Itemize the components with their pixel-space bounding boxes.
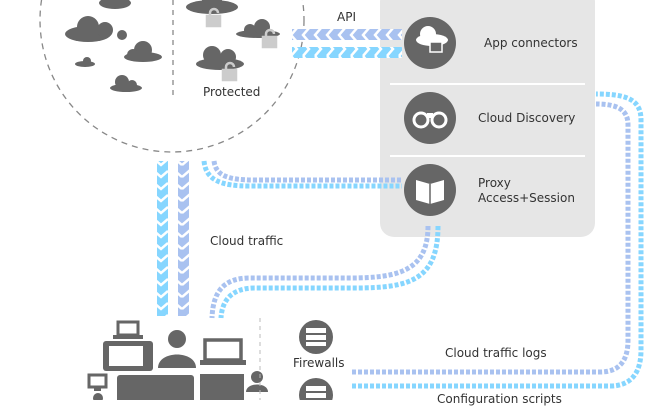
api-arrow-outbound: [292, 47, 402, 58]
cloud-icon: [124, 41, 162, 62]
api-arrow-inbound: [292, 29, 402, 40]
cloud-discovery-label[interactable]: Cloud Discovery: [478, 111, 576, 125]
cloud-icon: [99, 0, 131, 9]
api-label: API: [337, 10, 356, 24]
desktop-icon: [117, 375, 194, 400]
binoculars-icon: [404, 92, 456, 144]
lock-icon: [221, 61, 238, 82]
monitor-icon: [87, 373, 108, 391]
cloud-icons: [65, 0, 280, 92]
protected-label: Protected: [203, 85, 261, 99]
cloud-icon: [236, 19, 280, 38]
proxy-flows: [201, 91, 644, 389]
proxy-label[interactable]: Proxy: [478, 176, 511, 190]
configuration-scripts-label: Configuration scripts: [437, 392, 562, 406]
user-icon: [93, 393, 103, 400]
cloud-apps-circle: [39, 0, 305, 153]
proxy-flow-down: [209, 225, 431, 319]
cloud-traffic-label: Cloud traffic: [210, 234, 284, 248]
keypad-icon: [200, 374, 244, 400]
user-icon: [158, 330, 196, 368]
config-flow: [352, 91, 644, 389]
user-icon: [246, 371, 268, 392]
proxy-sublabel: Access+Session: [478, 191, 575, 205]
cloud-icon: [196, 46, 244, 70]
cloud-icon: [75, 57, 95, 67]
logs-flow: [352, 101, 631, 375]
cloud-icon: [186, 0, 238, 14]
tablet-icon: [103, 341, 153, 371]
firewall-icon: [299, 320, 333, 354]
cloud-traffic-arrow-up: [178, 161, 189, 316]
firewalls-label: Firewalls: [293, 356, 345, 370]
lock-icon: [205, 7, 222, 28]
proxy-flow-in: [201, 160, 402, 189]
proxy-flow-up: [218, 225, 441, 319]
cloud-icon: [65, 16, 127, 42]
lock-icon: [261, 28, 278, 49]
laptop-icon: [113, 320, 143, 339]
cloud-traffic-arrow-down: [157, 161, 168, 316]
cloud-traffic-logs-label: Cloud traffic logs: [445, 346, 547, 360]
cloud-icon: [110, 75, 142, 92]
devices-group: [87, 320, 268, 400]
cloud-lock-icon: [404, 17, 456, 69]
firewall-brick-icon: [299, 378, 333, 400]
book-icon: [404, 164, 456, 216]
proxy-flow-out: [211, 160, 402, 183]
lock-icons: [205, 7, 278, 82]
laptop-icon: [200, 338, 246, 365]
app-connectors-label[interactable]: App connectors: [484, 36, 578, 50]
